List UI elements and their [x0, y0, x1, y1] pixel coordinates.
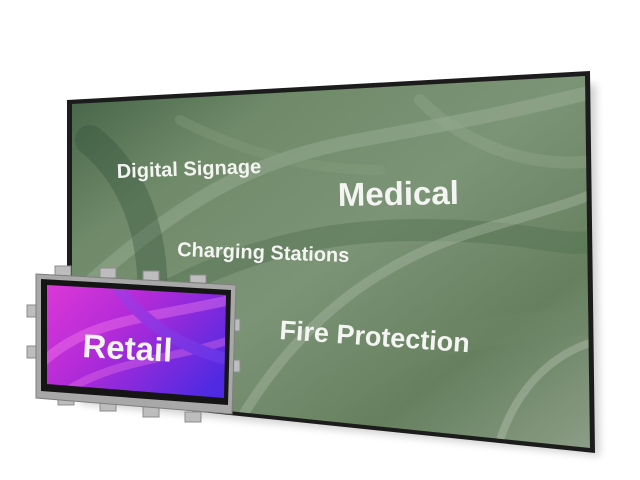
small-display-screen [47, 285, 226, 398]
label-digital-signage: Digital Signage [116, 156, 261, 183]
label-medical: Medical [337, 174, 459, 213]
small-open-frame-display: Retail [26, 265, 241, 423]
label-retail: Retail [82, 327, 174, 369]
